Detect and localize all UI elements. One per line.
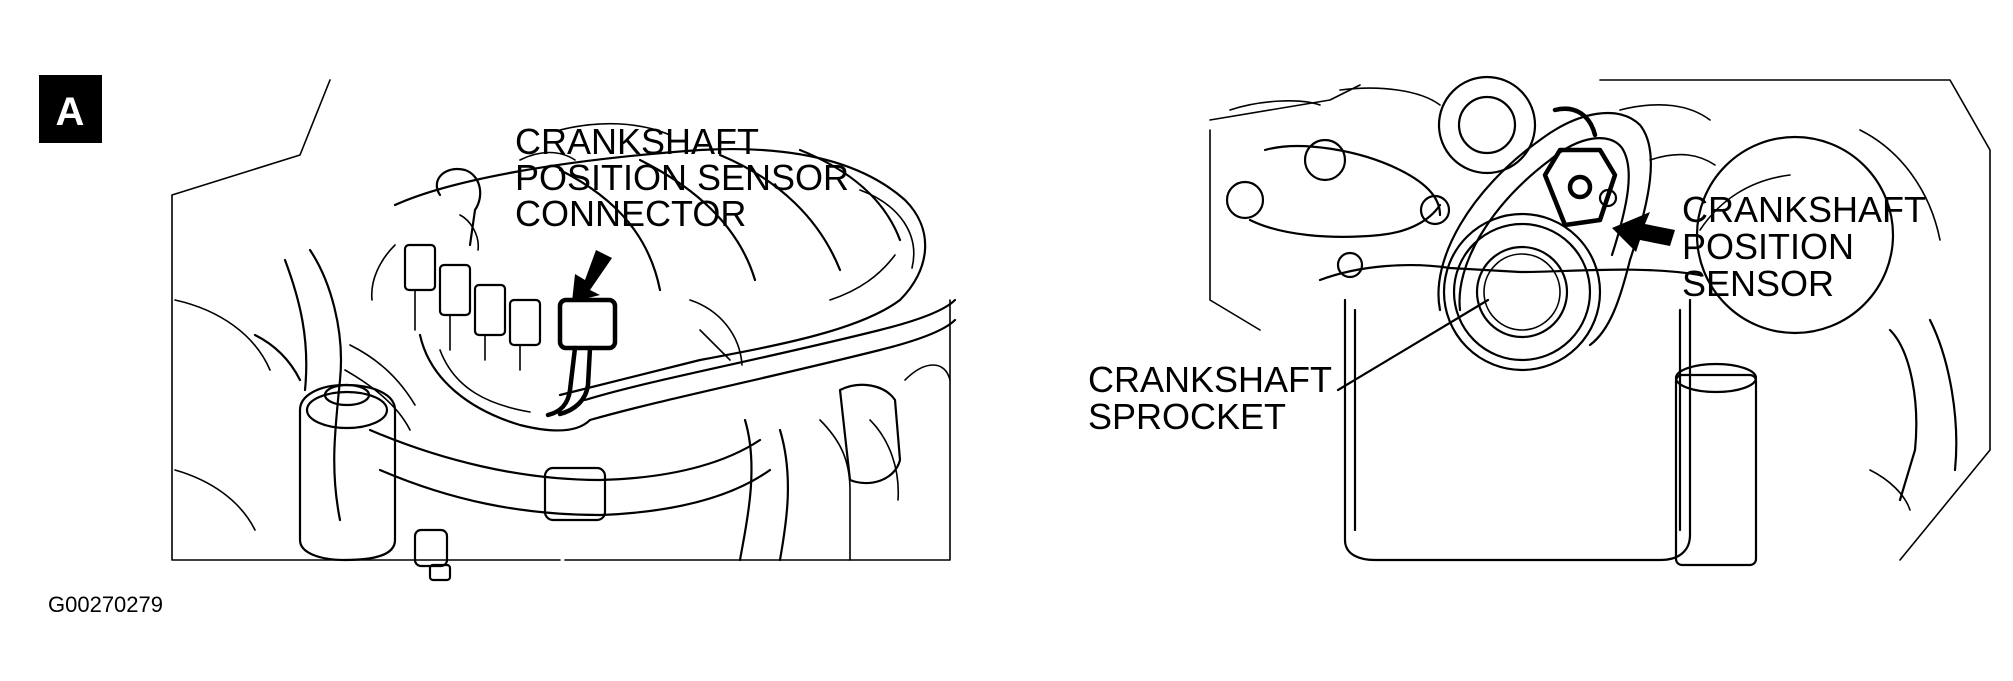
sprocket-callout-line-1: CRANKSHAFT	[1088, 359, 1332, 400]
right-engine-illustration	[1209, 75, 1991, 567]
left-callout: CRANKSHAFT POSITION SENSOR CONNECTOR	[515, 121, 849, 234]
crankshaft-position-sensor-highlight	[1542, 106, 1618, 228]
figure-code: G00270279	[48, 592, 163, 617]
left-callout-line-1: CRANKSHAFT	[515, 121, 759, 162]
sprocket-leader-line	[1336, 298, 1490, 392]
left-callout-line-3: CONNECTOR	[515, 193, 746, 234]
connector-pointer-arrow	[572, 250, 612, 302]
sprocket-callout: CRANKSHAFT SPROCKET	[1088, 359, 1332, 437]
sensor-callout-line-3: SENSOR	[1682, 263, 1834, 304]
sensor-callout-line-1: CRANKSHAFT	[1682, 189, 1926, 230]
left-engine-illustration	[171, 79, 957, 582]
sensor-callout: CRANKSHAFT POSITION SENSOR	[1682, 189, 1926, 304]
sensor-pointer-arrow	[1612, 212, 1675, 252]
left-callout-line-2: POSITION SENSOR	[515, 157, 849, 198]
badge-letter: A	[56, 90, 85, 134]
sensor-callout-line-2: POSITION	[1682, 226, 1854, 267]
figure-badge: A	[39, 75, 102, 143]
sprocket-callout-line-2: SPROCKET	[1088, 396, 1286, 437]
crankshaft-sensor-connector-highlight	[545, 297, 618, 418]
